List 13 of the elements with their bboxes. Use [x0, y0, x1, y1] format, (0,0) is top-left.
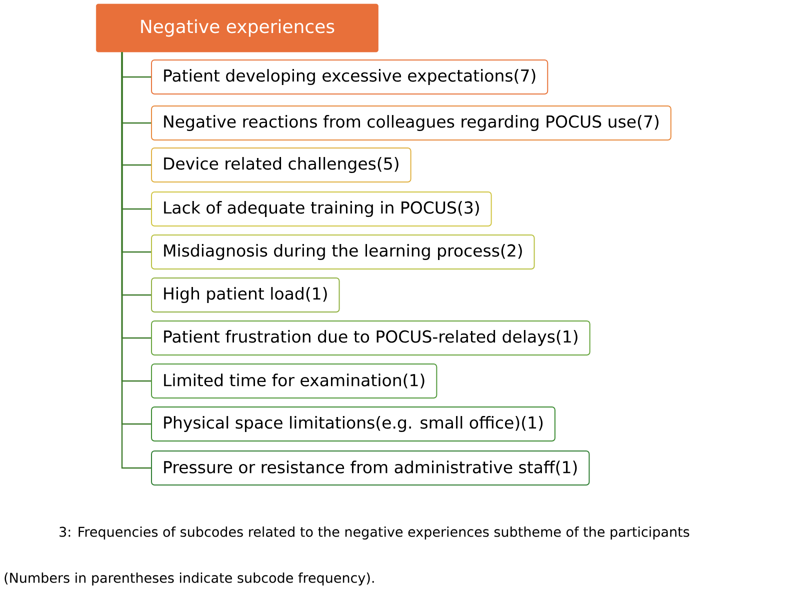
subcode-box: Lack of adequate training in POCUS(3): [151, 192, 492, 226]
root-box: Negative experiences: [96, 4, 378, 52]
subcode-box: Physical space limitations(e.g. small office)(1): [151, 406, 556, 442]
caption: 3: Frequencies of subcodes related to the negative experiences subtheme of the participants: [60, 526, 690, 540]
subcode-box: Limited time for examination(1): [151, 364, 438, 398]
subcode-box: Pressure or resistance from administrative staff(1): [151, 450, 590, 486]
subcode-box: Patient frustration due to POCUS-related delays(1): [151, 320, 590, 356]
subcode-box: Device related challenges(5): [151, 148, 412, 182]
subcode-box: Patient developing excessive expectations(7): [151, 60, 548, 94]
subcode-box: High patient load(1): [151, 278, 340, 312]
note: (Numbers in parentheses indicate subcode frequency).: [4, 572, 374, 586]
subcode-box: Negative reactions from colleagues regarding POCUS use(7): [151, 106, 672, 140]
subcode-box: Misdiagnosis during the learning process(2): [151, 234, 535, 270]
